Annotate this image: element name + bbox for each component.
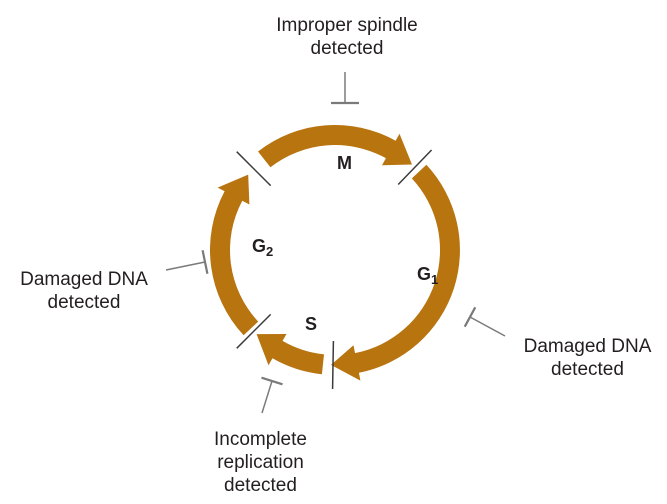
checkpoint-bottom-line1: Incomplete bbox=[214, 429, 307, 450]
divider-g1-s bbox=[331, 340, 335, 389]
inhibitor-bottom-stem bbox=[261, 380, 273, 414]
phase-m-text: M bbox=[337, 153, 352, 173]
checkpoint-right-line1: Damaged DNA bbox=[523, 336, 652, 357]
phase-label-g2: G2 bbox=[252, 236, 273, 259]
checkpoint-left-line1: Damaged DNA bbox=[20, 269, 148, 290]
inhibitor-left-bar bbox=[201, 250, 209, 274]
phase-label-s: S bbox=[305, 314, 317, 337]
checkpoint-top-line1: Improper spindle bbox=[276, 15, 418, 36]
inhibitor-left-stem bbox=[165, 261, 206, 271]
divider-s-g2 bbox=[236, 313, 272, 349]
checkpoint-top-line2: detected bbox=[310, 38, 384, 59]
arrow-g1-phase bbox=[331, 164, 460, 381]
cycle-arrows bbox=[209, 125, 460, 381]
arrow-g2-phase bbox=[209, 174, 259, 336]
phase-label-g1: G1 bbox=[417, 264, 438, 287]
phase-s-text: S bbox=[305, 314, 318, 334]
checkpoint-label-left: Damaged DNA detected bbox=[2, 268, 166, 314]
inhibitor-right-stem bbox=[469, 316, 506, 337]
phase-g1-text: G bbox=[417, 264, 432, 284]
checkpoint-left-line2: detected bbox=[47, 292, 121, 313]
phase-label-m: M bbox=[337, 153, 352, 176]
inhibitor-right bbox=[463, 306, 506, 337]
checkpoint-label-right: Damaged DNA detected bbox=[510, 335, 665, 381]
inhibitor-right-bar bbox=[463, 306, 477, 328]
divider-m-g1 bbox=[397, 149, 433, 186]
checkpoint-right-line2: detected bbox=[551, 359, 624, 380]
inhibitor-bottom-bar bbox=[261, 376, 283, 386]
checkpoint-bottom-line2: replication bbox=[217, 452, 304, 473]
arrow-s-phase bbox=[256, 334, 324, 375]
checkpoint-label-bottom: Incomplete replication detected bbox=[188, 428, 333, 497]
divider-g2-m bbox=[236, 151, 272, 187]
phase-g1-sub: 1 bbox=[431, 272, 439, 287]
phase-g2-sub: 2 bbox=[266, 244, 274, 259]
checkpoint-label-top: Improper spindle detected bbox=[247, 14, 447, 60]
arrow-m-phase bbox=[258, 125, 412, 168]
inhibitor-left bbox=[165, 250, 209, 274]
inhibitor-bottom bbox=[261, 376, 283, 414]
inhibitor-top bbox=[331, 72, 359, 105]
checkpoint-bottom-line3: detected bbox=[224, 475, 297, 496]
checkpoint-inhibitors bbox=[165, 72, 506, 414]
phase-dividers bbox=[236, 149, 433, 389]
phase-g2-text: G bbox=[252, 236, 267, 256]
